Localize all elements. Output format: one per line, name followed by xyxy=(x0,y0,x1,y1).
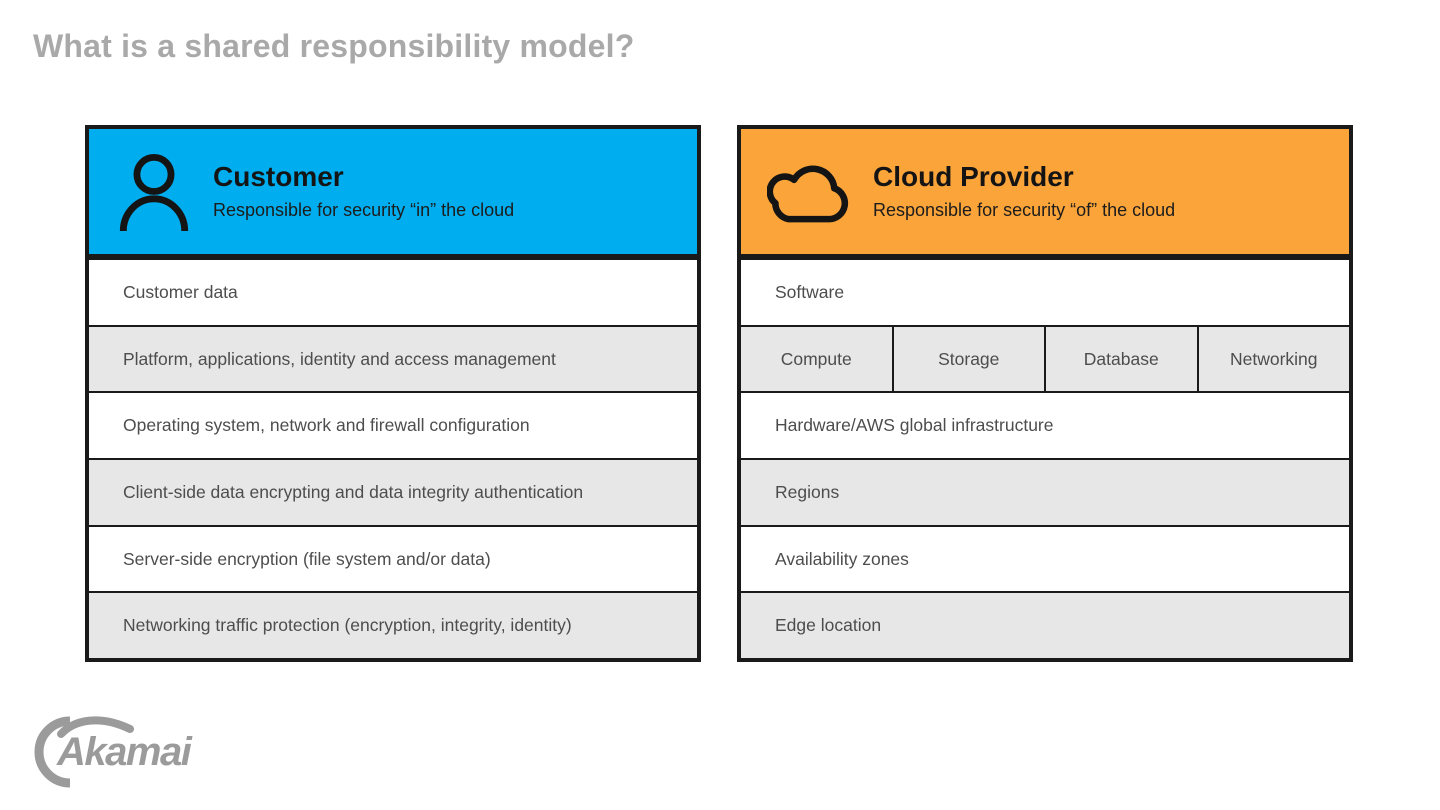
service-cell-compute: Compute xyxy=(780,348,852,369)
row-label: Customer data xyxy=(123,281,238,302)
akamai-swoosh-icon xyxy=(34,716,134,788)
row-label: Availability zones xyxy=(775,548,909,569)
customer-row: Platform, applications, identity and acc… xyxy=(89,324,697,392)
row-label: Client-side data encrypting and data int… xyxy=(123,481,584,502)
customer-panel: Customer Responsible for security “in” t… xyxy=(85,125,701,662)
customer-row: Client-side data encrypting and data int… xyxy=(89,458,697,525)
customer-title: Customer xyxy=(213,161,344,193)
row-label: Platform, applications, identity and acc… xyxy=(123,348,556,369)
person-icon xyxy=(115,150,193,234)
provider-row: Hardware/AWS global infrastructure xyxy=(741,391,1349,459)
service-cell-database: Database xyxy=(1044,326,1197,392)
customer-rows: Customer data Platform, applications, id… xyxy=(89,260,697,659)
customer-row: Networking traffic protection (encryptio… xyxy=(89,591,697,659)
row-label: Software xyxy=(775,281,845,302)
provider-row: Regions xyxy=(741,458,1349,525)
row-label: Regions xyxy=(775,481,840,502)
akamai-logo: Akamai xyxy=(33,716,192,788)
brand-wordmark: Akamai xyxy=(57,730,192,774)
customer-row: Customer data xyxy=(89,260,697,325)
provider-row: Edge location xyxy=(741,591,1349,659)
cloud-provider-title: Cloud Provider xyxy=(873,161,1074,193)
cloud-provider-subtitle: Responsible for security “of” the cloud xyxy=(873,199,1176,220)
provider-services-row: Compute Storage Database Networking xyxy=(741,324,1350,392)
service-cell-storage: Storage xyxy=(891,326,1045,392)
row-label: Operating system, network and firewall c… xyxy=(123,415,530,436)
provider-row: Software xyxy=(741,260,1349,325)
row-label: Networking traffic protection (encryptio… xyxy=(123,615,572,636)
customer-panel-header: Customer Responsible for security “in” t… xyxy=(89,129,697,260)
provider-row: Availability zones xyxy=(741,524,1349,592)
row-label: Edge location xyxy=(775,615,882,636)
row-label: Server-side encryption (file system and/… xyxy=(123,548,491,569)
customer-subtitle: Responsible for security “in” the cloud xyxy=(213,199,515,220)
page-title: What is a shared responsibility model? xyxy=(33,28,635,64)
cloud-icon xyxy=(767,157,853,227)
cloud-provider-panel-header: Cloud Provider Responsible for security … xyxy=(741,129,1349,260)
cloud-provider-rows: Software Compute Storage Database Networ… xyxy=(741,260,1350,659)
customer-row: Operating system, network and firewall c… xyxy=(89,391,697,459)
customer-row: Server-side encryption (file system and/… xyxy=(89,524,697,592)
row-label: Hardware/AWS global infrastructure xyxy=(775,415,1054,436)
service-cell-networking: Networking xyxy=(1196,326,1350,392)
cloud-provider-panel: Cloud Provider Responsible for security … xyxy=(737,125,1353,662)
